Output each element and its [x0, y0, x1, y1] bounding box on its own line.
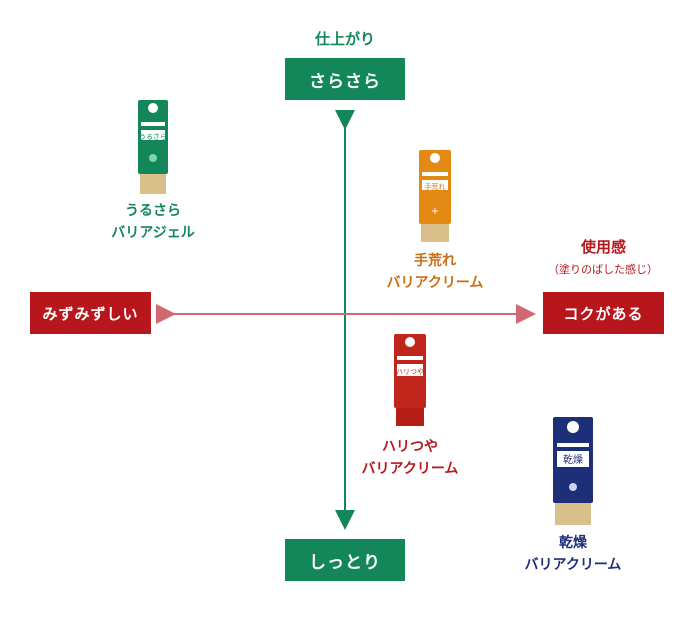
product-type-tearare: バリアクリーム [386, 275, 484, 291]
product-name-haritsuya: ハリつや [382, 439, 438, 455]
product-type-kansou: バリアクリーム [524, 557, 622, 573]
horizontal-axis-subheading: （塗りのばした感じ） [548, 263, 658, 276]
product-name-tearare: 手荒れ [414, 253, 456, 269]
tube-text-tearare: 手荒れ [425, 182, 446, 191]
horizontal-axis-heading: 使用感 [580, 238, 626, 256]
left-label-box: みずみずしい [30, 292, 151, 334]
product-name-urusara: うるさら [125, 203, 181, 219]
tube-text-kansou: 乾燥 [563, 453, 583, 466]
product-label-haritsuya: ハリつや バリアクリーム [345, 436, 475, 480]
vertical-axis-heading: 仕上がり [314, 30, 375, 48]
product-tube-haritsuya: ハリつや [394, 334, 426, 426]
right-label-box: コクがある [543, 292, 664, 334]
tube-text-urusara: うるさら [139, 133, 167, 141]
top-label-box: さらさら [285, 58, 405, 100]
product-label-kansou: 乾燥 バリアクリーム [508, 532, 638, 576]
product-tube-tearare: 手荒れ + [419, 150, 451, 242]
product-name-kansou: 乾燥 [559, 535, 587, 551]
product-label-urusara: うるさら バリアジェル [93, 200, 213, 244]
product-label-tearare: 手荒れ バリアクリーム [370, 250, 500, 294]
product-tube-kansou: 乾燥 [553, 417, 593, 525]
bottom-label-box: しっとり [285, 539, 405, 581]
product-tube-urusara: うるさら [138, 100, 168, 194]
svg-text:+: + [431, 206, 439, 217]
product-type-urusara: バリアジェル [111, 225, 195, 241]
product-type-haritsuya: バリアクリーム [361, 461, 459, 477]
tube-text-haritsuya: ハリつや [396, 368, 424, 376]
